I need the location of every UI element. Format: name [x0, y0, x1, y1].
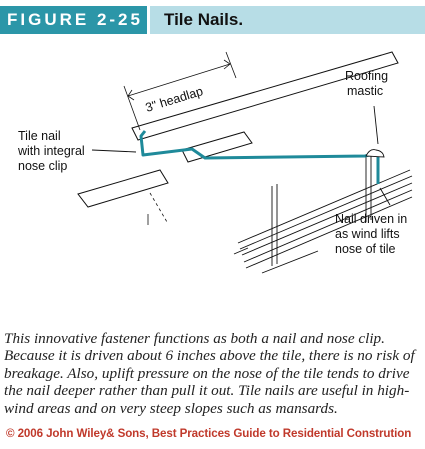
figure-header: FIGURE 2-25 Tile Nails.	[0, 6, 425, 34]
nail-driven-label: Nail driven in as wind lifts nose of til…	[335, 212, 411, 256]
figure-title: Tile Nails.	[150, 6, 425, 34]
upper-tile	[131, 51, 399, 141]
roofing-mastic	[365, 149, 385, 158]
figure-caption: This innovative fastener functions as bo…	[4, 330, 415, 417]
copyright-notice: © 2006 John Wiley& Sons, Best Practices …	[6, 427, 412, 440]
tile-nail-diagram: 3" headlap Tile nail with integral nose …	[17, 51, 413, 274]
leader-lines	[91, 105, 391, 206]
lower-tile	[77, 131, 253, 208]
tile-nail-label: Tile nail with integral nose clip	[17, 129, 88, 173]
guide-lines	[123, 51, 237, 225]
roof-deck	[233, 153, 413, 274]
roofing-mastic-label: Roofing mastic	[345, 69, 392, 98]
figure-label: FIGURE 2-25	[0, 6, 147, 34]
tile-nail	[139, 130, 380, 184]
